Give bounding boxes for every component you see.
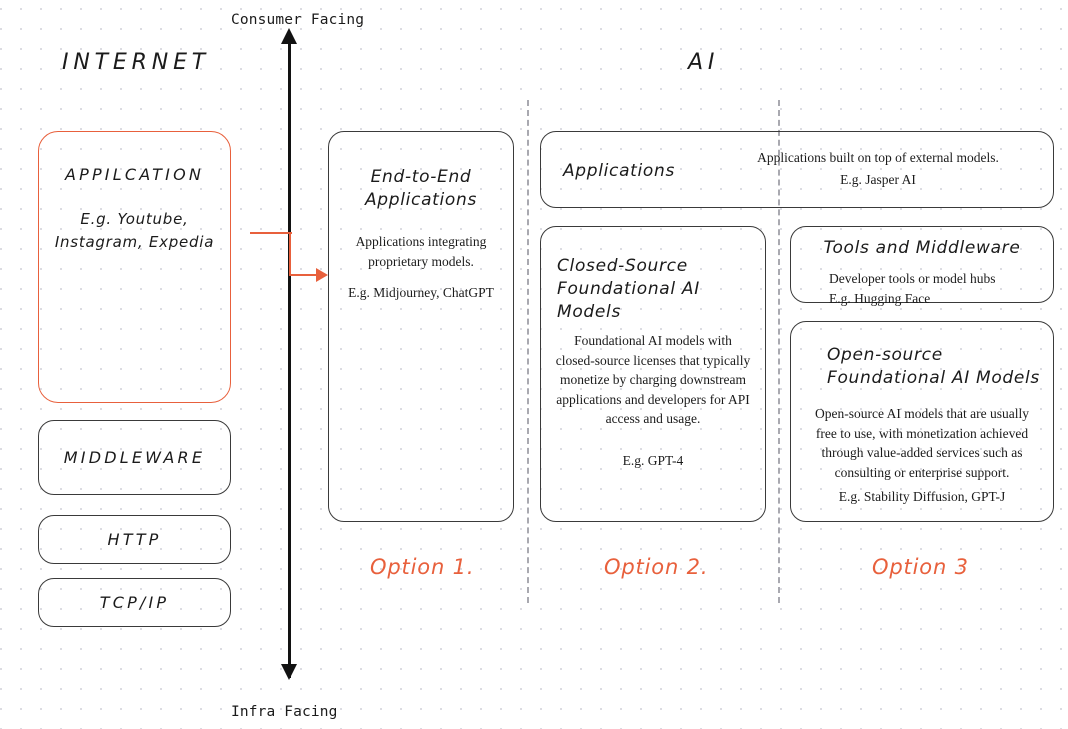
card-tools-and-middleware-title: Tools and Middleware	[823, 238, 1021, 258]
axis-arrow-up	[281, 28, 297, 44]
card-applications[interactable]: Applications Applications built on top o…	[540, 131, 1054, 208]
axis-arrow-down	[281, 664, 297, 680]
connector-segment-vertical	[289, 232, 292, 276]
section-title-internet: INTERNET	[62, 50, 211, 75]
connector-segment-horizontal-1	[250, 232, 292, 235]
option-label-1: Option 1.	[370, 555, 475, 579]
card-tools-and-middleware-body: Developer tools or model hubs E.g. Huggi…	[829, 271, 996, 307]
card-closed-source-title: Closed-Source Foundational AI Models	[557, 256, 700, 322]
card-closed-source-body: Foundational AI models with closed-sourc…	[555, 333, 751, 427]
column-divider-2	[778, 100, 780, 603]
card-end-to-end-applications[interactable]: End-to-End Applications Applications int…	[328, 131, 514, 522]
card-end-to-end-applications-body: Applications integrating proprietary mod…	[355, 234, 487, 269]
card-tcpip-title: TCP/IP	[99, 593, 170, 612]
card-middleware[interactable]: MIDDLEWARE	[38, 420, 231, 495]
axis-label-infra-facing: Infra Facing	[231, 704, 338, 720]
card-application[interactable]: APPILCATION E.g. Youtube, Instagram, Exp…	[38, 131, 231, 403]
card-open-source-body: Open-source AI models that are usually f…	[814, 406, 1030, 480]
card-open-source-title-text: Open-source Foundational AI Models	[827, 345, 1040, 388]
axis-label-consumer-facing: Consumer Facing	[231, 12, 365, 28]
card-closed-source-foundational-ai-models[interactable]: Closed-Source Foundational AI Models Fou…	[540, 226, 766, 522]
section-title-ai: AI	[688, 50, 720, 75]
card-http-title: HTTP	[107, 530, 162, 549]
card-open-source-title: Open-source Foundational AI Models	[827, 344, 1043, 390]
card-application-body: E.g. Youtube, Instagram, Expedia	[54, 210, 215, 252]
card-open-source-example: E.g. Stability Diffusion, GPT-J	[838, 489, 1006, 504]
card-tcpip[interactable]: TCP/IP	[38, 578, 231, 627]
axis-line	[288, 42, 291, 678]
card-middleware-title: MIDDLEWARE	[63, 448, 206, 467]
card-end-to-end-applications-title: End-to-End Applications	[364, 167, 477, 210]
card-http[interactable]: HTTP	[38, 515, 231, 564]
card-applications-example: E.g. Jasper AI	[840, 172, 916, 188]
connector-segment-horizontal-2	[289, 274, 318, 277]
connector-arrow-icon	[316, 268, 328, 282]
card-tools-and-middleware[interactable]: Tools and Middleware Developer tools or …	[790, 226, 1054, 306]
card-application-title: APPILCATION	[64, 165, 205, 184]
card-open-source-foundational-ai-models[interactable]: Open-source Foundational AI Models Open-…	[790, 321, 1054, 522]
column-divider-1	[527, 100, 529, 603]
card-applications-title: Applications	[563, 161, 676, 181]
option-label-2: Option 2.	[604, 555, 709, 579]
card-closed-source-example: E.g. GPT-4	[622, 453, 684, 468]
option-label-3: Option 3	[872, 555, 969, 579]
card-end-to-end-applications-example: E.g. Midjourney, ChatGPT	[348, 285, 494, 300]
card-applications-body: Applications built on top of external mo…	[757, 150, 999, 165]
